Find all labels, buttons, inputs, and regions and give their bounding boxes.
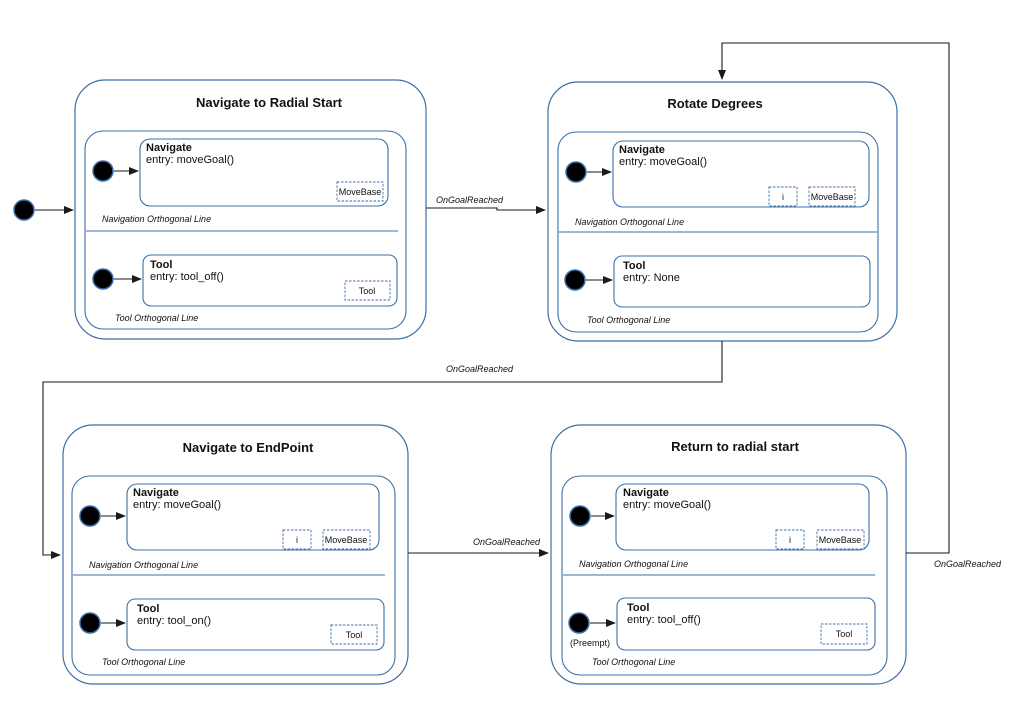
state-title: Return to radial start — [671, 439, 800, 454]
substate-name: Tool — [150, 259, 172, 271]
transition-label: OnGoalReached — [436, 195, 504, 205]
substate-box — [139, 138, 389, 207]
state-navigate-to-endpoint[interactable]: Navigate to EndPoint Navigate entry: mov… — [62, 424, 409, 685]
state-title: Navigate to EndPoint — [183, 440, 314, 455]
substate-box — [616, 597, 876, 651]
substate-tool[interactable]: (Preempt) Tool entry: tool_off() Tool — [568, 597, 876, 651]
initial-dot — [564, 269, 586, 291]
substate-entry: entry: None — [623, 272, 680, 284]
substate-name: Tool — [137, 603, 159, 615]
component-tool-label: Tool — [359, 286, 376, 296]
component-tool[interactable] — [820, 623, 868, 645]
component-movebase-label: MoveBase — [811, 192, 854, 202]
substate-name: Navigate — [623, 487, 669, 499]
region-label-tool: Tool Orthogonal Line — [587, 315, 670, 325]
component-movebase[interactable] — [808, 186, 856, 207]
substate-entry: entry: tool_on() — [137, 615, 211, 627]
substate-box — [126, 483, 380, 551]
transition-s2-to-s3[interactable]: OnGoalReached — [42, 341, 723, 559]
substate-box — [612, 140, 870, 208]
component-tool-label: Tool — [836, 629, 853, 639]
component-movebase-label: MoveBase — [819, 535, 862, 545]
substate-navigate[interactable]: Navigate entry: moveGoal() i MoveBase — [79, 483, 380, 551]
component-i-label: i — [782, 192, 784, 202]
substate-entry: entry: tool_off() — [627, 614, 701, 626]
component-movebase-label: MoveBase — [339, 187, 382, 197]
region-label-tool: Tool Orthogonal Line — [102, 657, 185, 667]
substate-entry: entry: moveGoal() — [619, 156, 707, 168]
substate-navigate[interactable]: Navigate entry: moveGoal() MoveBase — [92, 138, 389, 207]
substate-tool[interactable]: Tool entry: tool_on() Tool — [79, 598, 385, 651]
transition-label: OnGoalReached — [473, 537, 541, 547]
transition-arrow — [718, 42, 950, 554]
substate-box — [613, 255, 871, 308]
component-movebase[interactable] — [816, 529, 865, 550]
region-label-navigation: Navigation Orthogonal Line — [102, 214, 211, 224]
transition-s4-to-s2[interactable]: OnGoalReached — [718, 42, 1002, 569]
substate-name: Navigate — [133, 487, 179, 499]
component-i[interactable] — [768, 186, 798, 207]
initial-dot — [92, 268, 114, 290]
component-tool[interactable] — [344, 280, 391, 301]
substate-box — [126, 598, 385, 651]
component-tool[interactable] — [330, 624, 378, 645]
global-initial-state — [13, 199, 74, 221]
state-navigate-to-radial-start[interactable]: Navigate to Radial Start Navigate entry:… — [74, 79, 427, 340]
region-label-navigation: Navigation Orthogonal Line — [579, 559, 688, 569]
preempt-label: (Preempt) — [570, 638, 610, 648]
substate-navigate[interactable]: Navigate entry: moveGoal() i MoveBase — [569, 483, 870, 551]
component-i[interactable] — [775, 529, 805, 550]
component-movebase[interactable] — [322, 529, 371, 550]
initial-dot — [79, 612, 101, 634]
substate-name: Tool — [627, 602, 649, 614]
substate-tool[interactable]: Tool entry: tool_off() Tool — [92, 254, 398, 307]
initial-dot — [92, 160, 114, 182]
substate-entry: entry: moveGoal() — [623, 499, 711, 511]
state-return-to-radial-start[interactable]: Return to radial start Navigate entry: m… — [550, 424, 907, 685]
region-label-navigation: Navigation Orthogonal Line — [89, 560, 198, 570]
state-rotate-degrees[interactable]: Rotate Degrees Navigate entry: moveGoal(… — [547, 81, 898, 342]
substate-entry: entry: tool_off() — [150, 271, 224, 283]
transition-label: OnGoalReached — [446, 364, 514, 374]
state-title: Rotate Degrees — [667, 96, 762, 111]
component-i-label: i — [296, 535, 298, 545]
initial-dot — [568, 612, 590, 634]
substate-name: Navigate — [619, 144, 665, 156]
substate-entry: entry: moveGoal() — [146, 154, 234, 166]
component-movebase[interactable] — [336, 181, 384, 202]
initial-dot — [79, 505, 101, 527]
transition-s1-to-s2[interactable]: OnGoalReached — [426, 195, 546, 214]
transition-arrow — [426, 206, 546, 214]
substate-name: Navigate — [146, 142, 192, 154]
component-i[interactable] — [282, 529, 312, 550]
region-label-tool: Tool Orthogonal Line — [592, 657, 675, 667]
component-movebase-label: MoveBase — [325, 535, 368, 545]
region-label-navigation: Navigation Orthogonal Line — [575, 217, 684, 227]
component-tool-label: Tool — [346, 630, 363, 640]
substate-entry: entry: moveGoal() — [133, 499, 221, 511]
transition-label: OnGoalReached — [934, 559, 1002, 569]
substate-tool[interactable]: Tool entry: None — [564, 255, 871, 308]
substate-navigate[interactable]: Navigate entry: moveGoal() i MoveBase — [565, 140, 870, 208]
state-title: Navigate to Radial Start — [196, 95, 343, 110]
substate-name: Tool — [623, 260, 645, 272]
component-i-label: i — [789, 535, 791, 545]
initial-dot — [13, 199, 35, 221]
substate-box — [142, 254, 398, 307]
substate-box — [615, 483, 870, 551]
region-label-tool: Tool Orthogonal Line — [115, 313, 198, 323]
transition-s3-to-s4[interactable]: OnGoalReached — [408, 537, 549, 557]
initial-dot — [569, 505, 591, 527]
transition-arrow — [42, 341, 723, 559]
initial-dot — [565, 161, 587, 183]
